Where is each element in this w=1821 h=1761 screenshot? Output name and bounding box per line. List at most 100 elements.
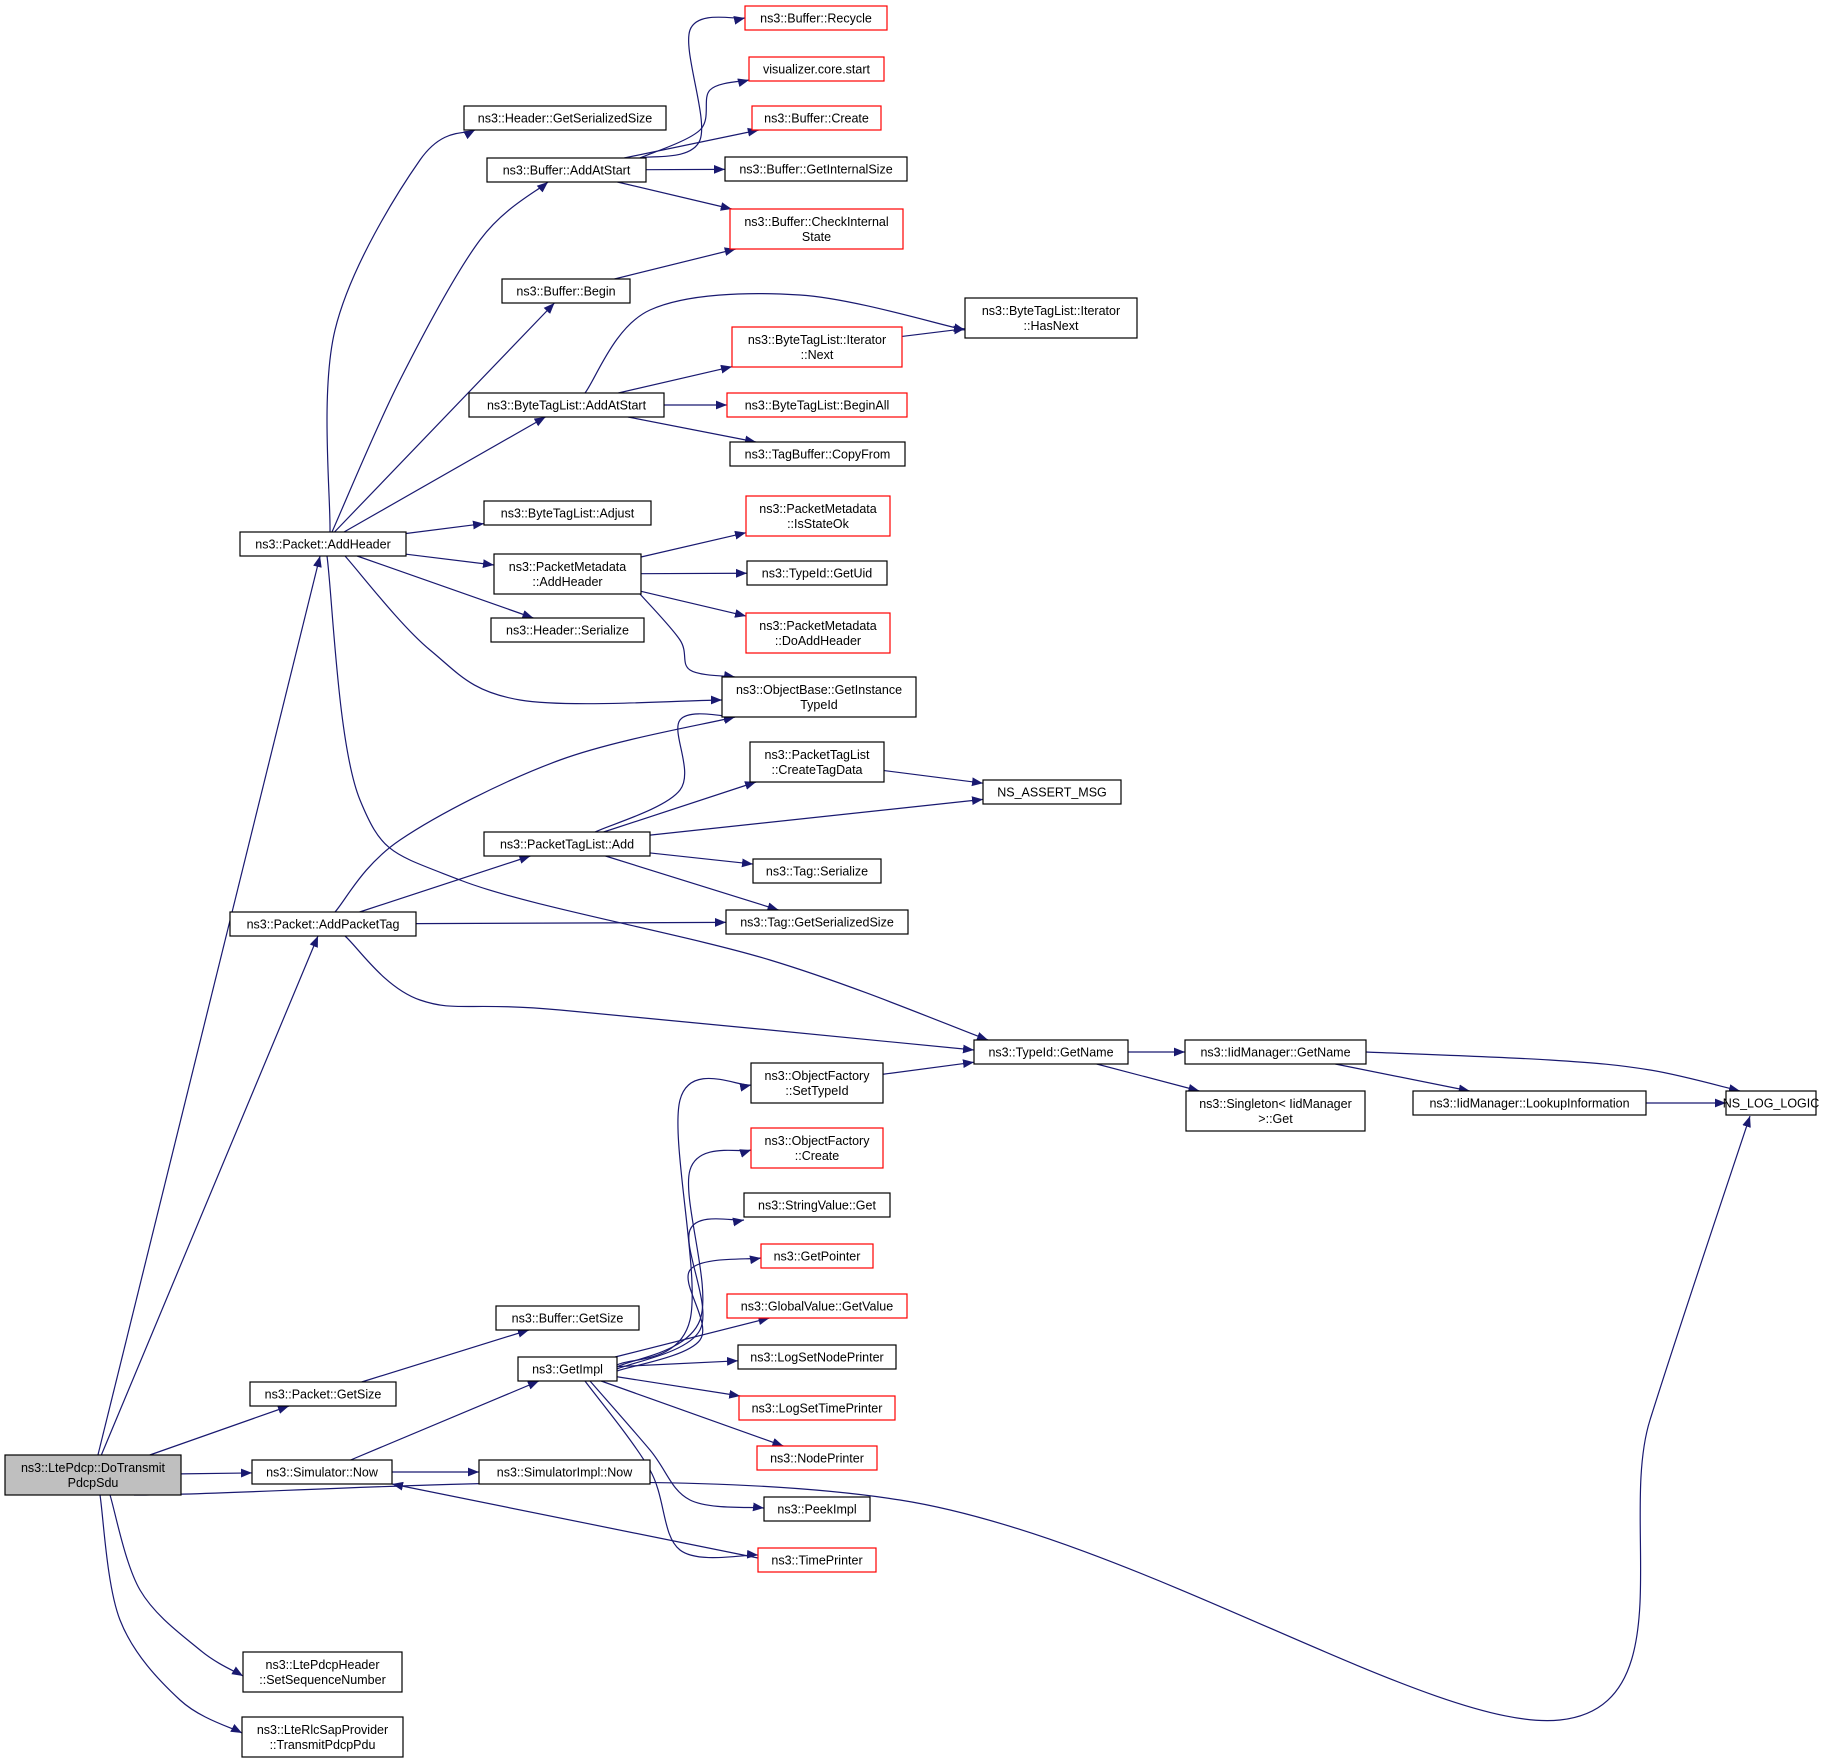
node-viz-start[interactable]: visualizer.core.start [748, 56, 885, 82]
node-box[interactable] [964, 297, 1138, 339]
node-box[interactable] [973, 1039, 1129, 1065]
node-obj-fact-set-type[interactable]: ns3::ObjectFactory::SetTypeId [750, 1062, 884, 1104]
node-box[interactable] [229, 911, 417, 937]
node-btl-begin-all[interactable]: ns3::ByteTagList::BeginAll [726, 392, 908, 418]
node-transmit-pdu[interactable]: ns3::LteRlcSapProvider::TransmitPdcpPdu [241, 1716, 404, 1758]
node-box[interactable] [468, 392, 665, 418]
node-btl-iter-next[interactable]: ns3::ByteTagList::Iterator::Next [731, 326, 903, 368]
node-box[interactable] [242, 1651, 403, 1693]
node-box[interactable] [729, 208, 904, 250]
node-pm-is-state-ok[interactable]: ns3::PacketMetadata::IsStateOk [745, 495, 891, 537]
node-box[interactable] [483, 831, 651, 857]
node-box[interactable] [750, 1127, 884, 1169]
node-iid-lookup[interactable]: ns3::IidManager::LookupInformation [1412, 1090, 1647, 1116]
node-type-id-get-name[interactable]: ns3::TypeId::GetName [973, 1039, 1129, 1065]
node-box[interactable] [744, 5, 888, 31]
node-box[interactable] [490, 617, 645, 643]
node-box[interactable] [726, 392, 908, 418]
node-box[interactable] [738, 1395, 896, 1421]
node-hdr-serialize[interactable]: ns3::Header::Serialize [490, 617, 645, 643]
node-buf-begin[interactable]: ns3::Buffer::Begin [501, 278, 631, 304]
node-box[interactable] [731, 326, 903, 368]
node-box[interactable] [463, 105, 667, 131]
node-get-impl[interactable]: ns3::GetImpl [517, 1356, 618, 1382]
node-box[interactable] [982, 779, 1122, 805]
node-btl-add-at-start[interactable]: ns3::ByteTagList::AddAtStart [468, 392, 665, 418]
node-glob-val-get[interactable]: ns3::GlobalValue::GetValue [726, 1293, 908, 1319]
node-hdr-get-ser[interactable]: ns3::Header::GetSerializedSize [463, 105, 667, 131]
node-time-printer[interactable]: ns3::TimePrinter [757, 1547, 877, 1573]
node-box[interactable] [750, 1062, 884, 1104]
node-box[interactable] [729, 441, 906, 467]
node-box[interactable] [1184, 1039, 1367, 1065]
node-box[interactable] [4, 1454, 182, 1496]
node-box[interactable] [251, 1459, 393, 1485]
node-box[interactable] [249, 1381, 397, 1407]
node-singleton-get[interactable]: ns3::Singleton< IidManager>::Get [1185, 1090, 1366, 1132]
node-tag-serialize[interactable]: ns3::Tag::Serialize [752, 858, 882, 884]
node-buf-add-at-start[interactable]: ns3::Buffer::AddAtStart [486, 157, 647, 183]
node-iid-get-name[interactable]: ns3::IidManager::GetName [1184, 1039, 1367, 1065]
node-buf-recycle[interactable]: ns3::Buffer::Recycle [744, 5, 888, 31]
node-node-printer[interactable]: ns3::NodePrinter [756, 1445, 878, 1471]
node-btl-adjust[interactable]: ns3::ByteTagList::Adjust [483, 500, 652, 526]
node-buf-get-size[interactable]: ns3::Buffer::GetSize [495, 1305, 640, 1331]
node-pm-add-header[interactable]: ns3::PacketMetadata::AddHeader [493, 553, 642, 595]
node-box[interactable] [721, 676, 917, 718]
node-str-val-get[interactable]: ns3::StringValue::Get [743, 1192, 891, 1218]
node-add-packet-tag[interactable]: ns3::Packet::AddPacketTag [229, 911, 417, 937]
node-box[interactable] [478, 1459, 651, 1485]
node-box[interactable] [495, 1305, 640, 1331]
node-pm-do-add-header[interactable]: ns3::PacketMetadata::DoAddHeader [745, 612, 891, 654]
node-tag-buf-copy[interactable]: ns3::TagBuffer::CopyFrom [729, 441, 906, 467]
node-ns-assert-msg[interactable]: NS_ASSERT_MSG [982, 779, 1122, 805]
node-box[interactable] [745, 495, 891, 537]
node-box[interactable] [763, 1496, 871, 1522]
node-box[interactable] [724, 156, 908, 182]
node-box[interactable] [748, 56, 885, 82]
node-add-header[interactable]: ns3::Packet::AddHeader [239, 531, 407, 557]
node-box[interactable] [749, 741, 885, 783]
node-get-pointer[interactable]: ns3::GetPointer [760, 1243, 874, 1269]
node-ptl-create-tag[interactable]: ns3::PacketTagList::CreateTagData [749, 741, 885, 783]
node-box[interactable] [743, 1192, 891, 1218]
node-box[interactable] [726, 1293, 908, 1319]
node-box[interactable] [752, 858, 882, 884]
node-log-set-time[interactable]: ns3::LogSetTimePrinter [738, 1395, 896, 1421]
node-ns-log-logic[interactable]: NS_LOG_LOGIC [1723, 1090, 1820, 1116]
node-box[interactable] [1412, 1090, 1647, 1116]
node-box[interactable] [725, 909, 909, 935]
node-get-size[interactable]: ns3::Packet::GetSize [249, 1381, 397, 1407]
node-box[interactable] [760, 1243, 874, 1269]
node-box[interactable] [241, 1716, 404, 1758]
node-box[interactable] [751, 105, 882, 131]
node-sim-now[interactable]: ns3::Simulator::Now [251, 1459, 393, 1485]
node-box[interactable] [756, 1445, 878, 1471]
node-tag-get-ser[interactable]: ns3::Tag::GetSerializedSize [725, 909, 909, 935]
node-box[interactable] [486, 157, 647, 183]
node-box[interactable] [517, 1356, 618, 1382]
node-box[interactable] [746, 560, 888, 586]
node-sim-impl-now[interactable]: ns3::SimulatorImpl::Now [478, 1459, 651, 1485]
node-box[interactable] [483, 500, 652, 526]
node-box[interactable] [501, 278, 631, 304]
node-log-set-node[interactable]: ns3::LogSetNodePrinter [737, 1344, 897, 1370]
node-box[interactable] [1725, 1090, 1817, 1116]
node-buf-get-internal[interactable]: ns3::Buffer::GetInternalSize [724, 156, 908, 182]
node-type-id-get-uid[interactable]: ns3::TypeId::GetUid [746, 560, 888, 586]
node-btl-iter-has-next[interactable]: ns3::ByteTagList::Iterator::HasNext [964, 297, 1138, 339]
node-ptl-add[interactable]: ns3::PacketTagList::Add [483, 831, 651, 857]
node-box[interactable] [239, 531, 407, 557]
node-buf-create[interactable]: ns3::Buffer::Create [751, 105, 882, 131]
node-box[interactable] [745, 612, 891, 654]
node-box[interactable] [1185, 1090, 1366, 1132]
node-box[interactable] [493, 553, 642, 595]
node-peek-impl[interactable]: ns3::PeekImpl [763, 1496, 871, 1522]
node-box[interactable] [757, 1547, 877, 1573]
node-obj-fact-create[interactable]: ns3::ObjectFactory::Create [750, 1127, 884, 1169]
node-box[interactable] [737, 1344, 897, 1370]
node-set-seq[interactable]: ns3::LtePdcpHeader::SetSequenceNumber [242, 1651, 403, 1693]
